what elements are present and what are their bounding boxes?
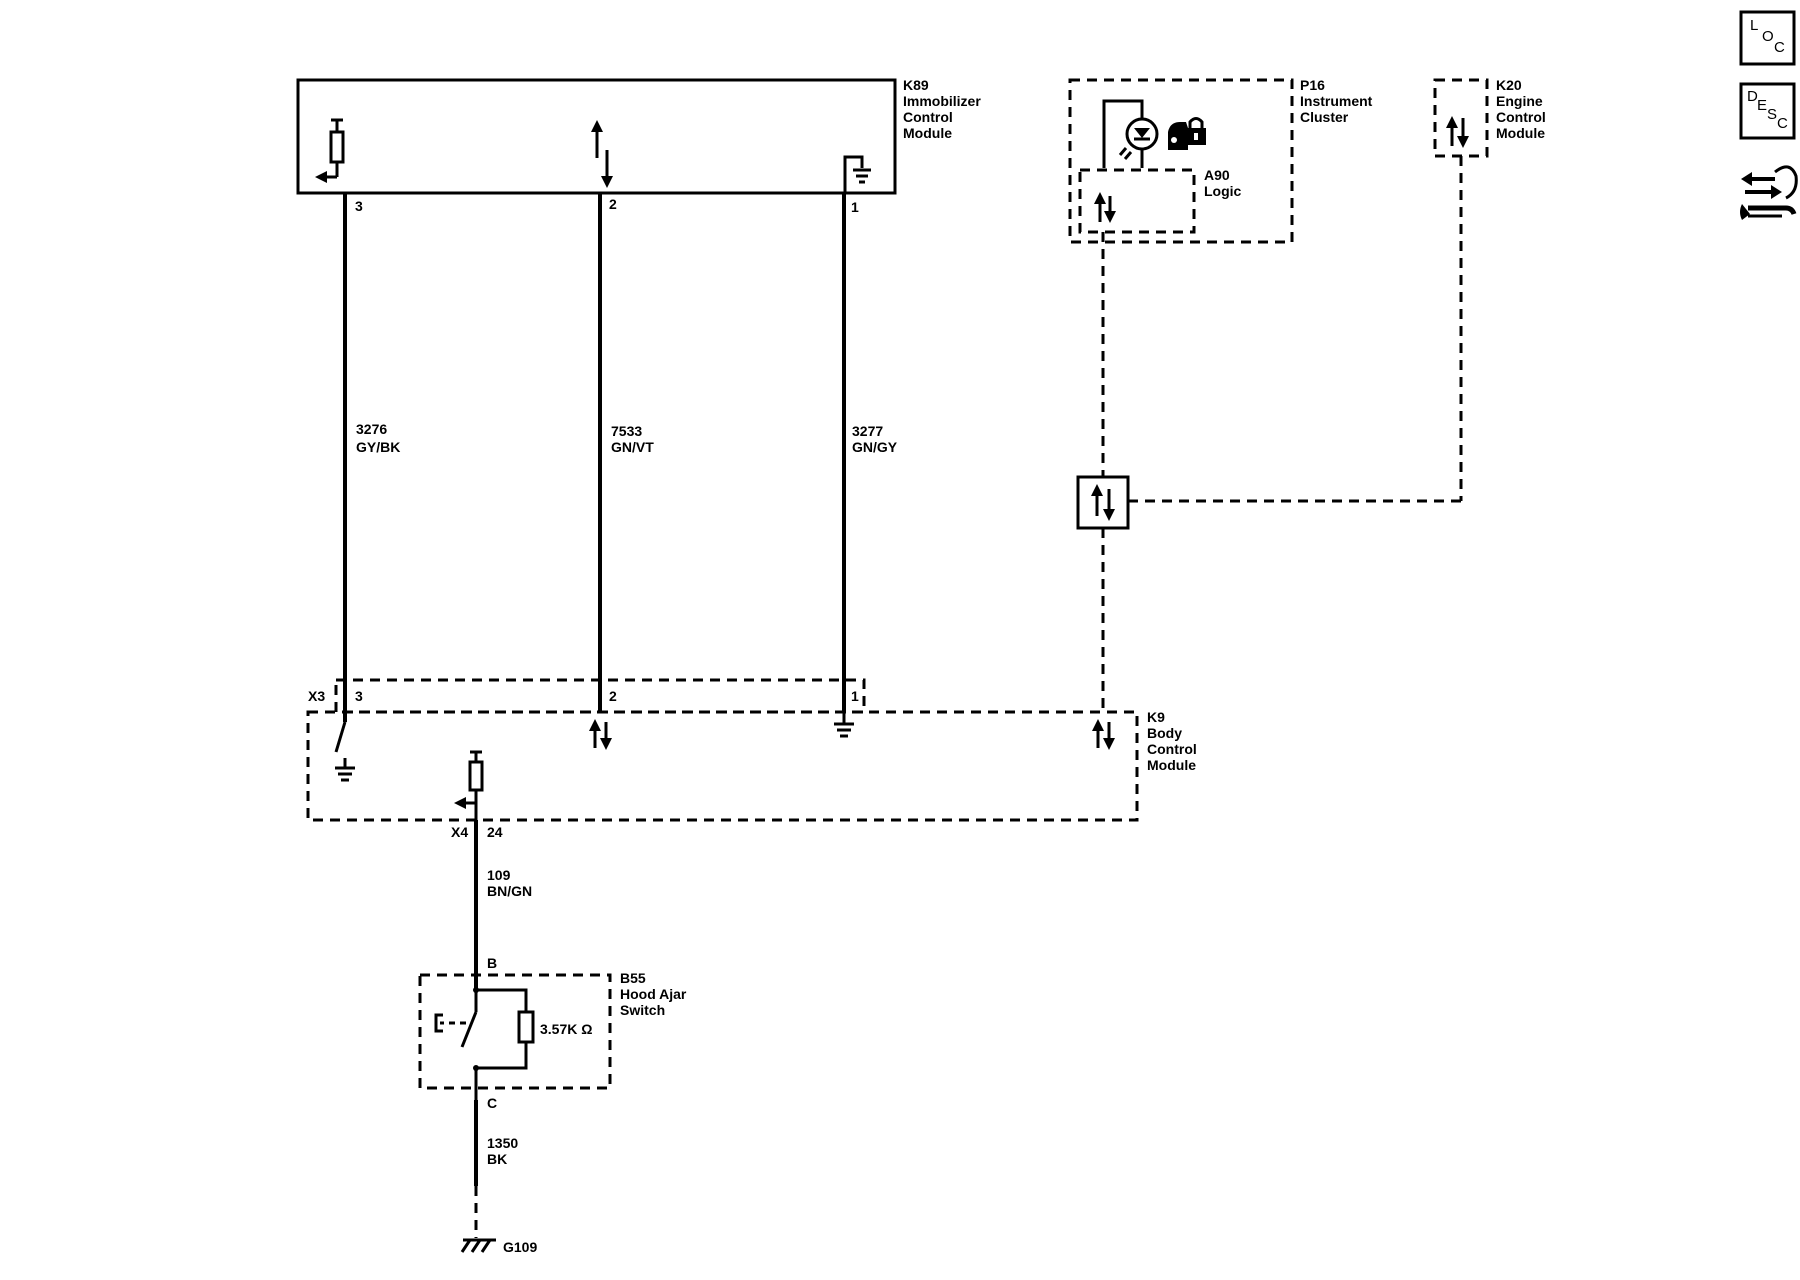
k9-label-1: K9 [1147, 709, 1165, 725]
k9-pullup-resistor-icon [454, 750, 484, 820]
x4-connector-label: X4 [451, 824, 468, 840]
loc-letter-l: L [1750, 17, 1758, 34]
security-vehicle-lock-icon [1168, 117, 1206, 150]
wire-3277-circuit: 3277 [852, 423, 883, 439]
loc-letter-o: O [1762, 28, 1774, 45]
k89-label-1: K89 [903, 77, 929, 93]
wire-1350: 1350 BK [474, 1100, 518, 1238]
k9-box [306, 710, 1139, 822]
wire-3276-circuit: 3276 [356, 421, 387, 437]
a90-label-1: A90 [1204, 167, 1230, 183]
wire-7533-circuit: 7533 [611, 423, 642, 439]
k9-switch-ground-icon [334, 721, 355, 782]
k20-label-4: Module [1496, 125, 1545, 141]
k89-pin-3: 3 [355, 198, 363, 214]
k9-bus-data-arrows-icon [1092, 719, 1115, 750]
wire-3277: 3277 GN/GY [842, 193, 898, 712]
desc-letter-d: D [1747, 88, 1758, 105]
k9-label-2: Body [1147, 725, 1182, 741]
desc-letter-s: S [1767, 106, 1777, 123]
module-p16: P16 Instrument Cluster A90 Logic [1068, 77, 1373, 244]
a90-label-2: Logic [1204, 183, 1242, 199]
k89-label-3: Control [903, 109, 953, 125]
connector-wrench-icon[interactable] [1740, 165, 1798, 220]
description-icon[interactable]: D E S C [1739, 82, 1796, 140]
nav-toolbar: L O C D E S C [1739, 10, 1798, 220]
module-b55: B55 Hood Ajar Switch B C 3.57K Ω [418, 955, 687, 1111]
ground-label: G109 [503, 1239, 537, 1255]
k89-data-arrows-icon [591, 120, 613, 188]
k20-data-arrows-icon [1446, 116, 1469, 148]
k20-box [1433, 78, 1489, 158]
splice-pack-icon [1076, 475, 1130, 530]
resistor-value: 3.57K Ω [540, 1021, 592, 1037]
desc-letter-c: C [1777, 115, 1788, 132]
ground-g109: G109 [460, 1238, 537, 1255]
module-k9: K9 Body Control Module X3 3 2 1 [306, 678, 1197, 840]
hood-switch-icon [434, 987, 479, 1100]
k89-label-4: Module [903, 125, 952, 141]
k89-pin-2: 2 [609, 196, 617, 212]
wire-7533-color: GN/VT [611, 439, 654, 455]
k89-pullup-resistor-icon [315, 118, 345, 183]
p16-lamp-wire [1102, 99, 1144, 168]
k89-pin-1: 1 [851, 199, 859, 215]
wire-3276: 3276 GY/BK [343, 193, 400, 722]
wire-1350-circuit: 1350 [487, 1135, 518, 1151]
wire-109-circuit: 109 [487, 867, 511, 883]
b55-pin-b: B [487, 955, 497, 971]
wire-7533: 7533 GN/VT [598, 193, 654, 712]
k9-data-arrows-icon [589, 719, 612, 750]
p16-label-3: Cluster [1300, 109, 1349, 125]
module-k89: K89 Immobilizer Control Module 3 2 [296, 77, 981, 215]
wire-3277-color: GN/GY [852, 439, 898, 455]
k89-box [296, 78, 897, 195]
wire-109-color: BN/GN [487, 883, 532, 899]
indicator-lamp-icon [1118, 117, 1159, 160]
a90-data-arrows-icon [1094, 192, 1116, 223]
k89-label-2: Immobilizer [903, 93, 981, 109]
x3-pin-3: 3 [355, 688, 363, 704]
k20-label-2: Engine [1496, 93, 1543, 109]
k9-label-4: Module [1147, 757, 1196, 773]
serial-data-bus [1076, 156, 1463, 712]
x3-connector-label: X3 [308, 688, 325, 704]
k89-ground-icon [843, 155, 871, 193]
x3-pin-2: 2 [609, 688, 617, 704]
chassis-ground-icon [460, 1238, 496, 1253]
k9-label-3: Control [1147, 741, 1197, 757]
loc-letter-c: C [1774, 39, 1785, 56]
x3-pin-1: 1 [851, 688, 859, 704]
k9-ground-icon [834, 712, 854, 738]
a90-box [1078, 168, 1196, 234]
p16-label-2: Instrument [1300, 93, 1373, 109]
b55-label-1: B55 [620, 970, 646, 986]
location-icon[interactable]: L O C [1739, 10, 1796, 66]
wire-1350-color: BK [487, 1151, 507, 1167]
wire-3276-color: GY/BK [356, 439, 400, 455]
b55-label-3: Switch [620, 1002, 665, 1018]
p16-box [1068, 78, 1294, 244]
b55-pin-c: C [487, 1095, 497, 1111]
k20-label-1: K20 [1496, 77, 1522, 93]
x3-connector-box [334, 678, 866, 714]
x4-pin-24: 24 [487, 824, 503, 840]
desc-letter-e: E [1757, 97, 1767, 114]
b55-label-2: Hood Ajar [620, 986, 687, 1002]
resistor-icon [476, 988, 535, 1070]
wire-109: 109 BN/GN [474, 820, 532, 990]
module-k20: K20 Engine Control Module [1433, 77, 1546, 158]
k20-label-3: Control [1496, 109, 1546, 125]
b55-box [418, 973, 612, 1090]
p16-label-1: P16 [1300, 77, 1325, 93]
